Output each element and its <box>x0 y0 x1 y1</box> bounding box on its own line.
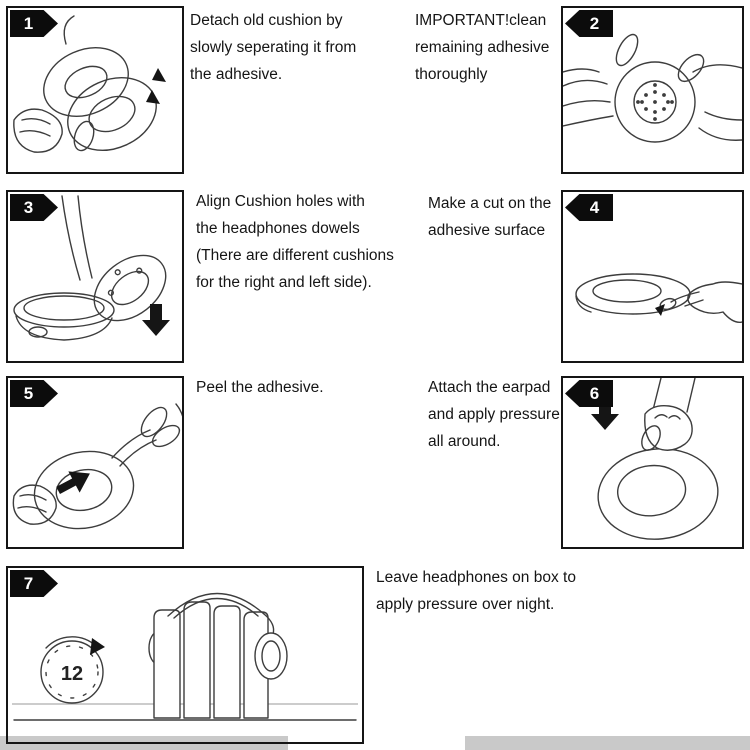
step-4-caption: Make a cut on the adhesive surface <box>428 195 552 239</box>
step-3-panel: 3 <box>6 190 184 363</box>
step-5-caption: Peel the adhesive. <box>196 379 324 396</box>
step-7-panel: 7 12 <box>6 566 364 744</box>
step-4-illustration <box>575 273 742 323</box>
step-6-number: 6 <box>589 383 600 403</box>
peel-arrow-icon <box>56 471 90 494</box>
detach-arrow-icon <box>146 90 160 104</box>
step-5-panel: 5 <box>6 376 184 549</box>
clock-arrow-icon <box>90 638 105 655</box>
step-6-panel: 6 <box>561 376 744 549</box>
step-3-caption: Align Cushion holes with the headphones … <box>196 193 394 291</box>
bottom-strip-right <box>465 736 750 750</box>
headphones-on-box <box>148 592 288 719</box>
detach-arrow-icon <box>152 68 166 82</box>
step-1-number: 1 <box>23 13 34 33</box>
step-1-panel: 1 <box>6 6 184 174</box>
step-4-number: 4 <box>589 197 600 217</box>
step-7-number: 7 <box>23 573 34 593</box>
step-4-panel: 4 <box>561 190 744 363</box>
cut-arrow-icon <box>655 304 665 316</box>
clock-icon: 12 <box>40 636 105 704</box>
step-3-illustration <box>13 195 170 341</box>
step-6-illustration <box>591 378 719 540</box>
step-6-caption: Attach the earpad and apply pressure all… <box>428 379 560 450</box>
step-7-illustration: 12 <box>12 592 358 721</box>
step-3-number: 3 <box>23 197 34 217</box>
step-2-illustration <box>563 33 742 143</box>
press-down-arrow-icon <box>591 392 619 430</box>
step-2-caption: IMPORTANT!clean remaining adhesive thoro… <box>415 12 550 83</box>
align-down-arrow-icon <box>142 304 170 336</box>
step-1-caption: Detach old cushion by slowly seperating … <box>190 12 357 83</box>
step-7-caption: Leave headphones on box to apply pressur… <box>376 569 576 613</box>
step-2-panel: 2 <box>561 6 744 174</box>
step-2-number: 2 <box>589 13 600 33</box>
adhesive-residue-dots <box>636 83 674 121</box>
step-1-illustration <box>13 15 166 153</box>
clock-hours-label: 12 <box>61 663 83 685</box>
step-5-number: 5 <box>23 383 34 403</box>
step-5-illustration <box>12 403 182 530</box>
